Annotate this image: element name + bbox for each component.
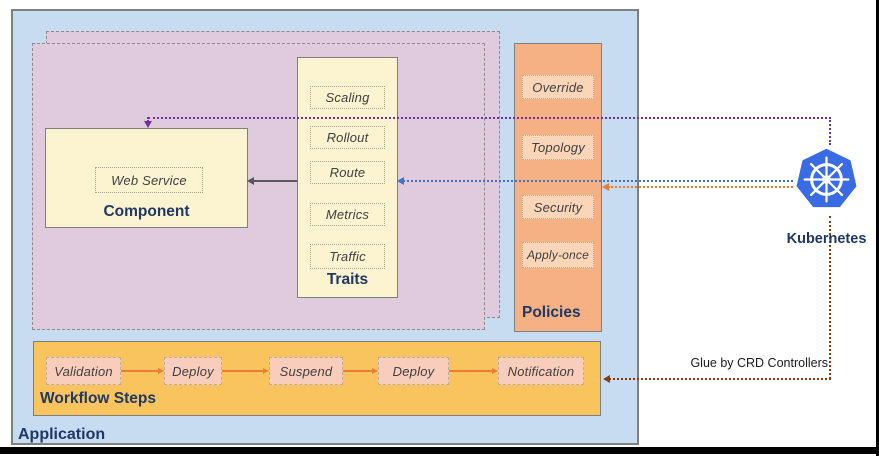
workflow-arrow — [121, 370, 158, 372]
policy-item: Apply-once — [522, 242, 594, 268]
k8s-to-workflow-line-vertical — [829, 216, 831, 379]
arrow-right-icon — [263, 367, 269, 374]
trait-item: Route — [310, 161, 385, 184]
workflow-step: Deploy — [378, 357, 449, 385]
k8s-to-component-line — [148, 117, 831, 119]
policies-label: Policies — [522, 304, 581, 321]
workflow-arrow — [343, 370, 372, 372]
arrow-left-icon — [247, 177, 254, 185]
arrow-right-icon — [492, 367, 498, 374]
workflow-step: Suspend — [269, 357, 343, 385]
trait-item: Scaling — [310, 86, 385, 109]
policy-item: Security — [522, 195, 594, 219]
workflow-step: Validation — [46, 357, 121, 385]
arrow-left-icon — [397, 177, 404, 185]
traits-label: Traits — [326, 271, 369, 288]
arrow-down-icon — [144, 121, 152, 128]
workflow-arrow — [449, 370, 492, 372]
k8s-to-workflow-line — [609, 378, 831, 380]
workflow-arrow — [222, 370, 263, 372]
workflow-steps-label: Workflow Steps — [40, 390, 156, 407]
window-edge-bottom — [0, 447, 879, 454]
component-box: Web Service Component — [45, 128, 248, 228]
arrow-right-icon — [372, 367, 378, 374]
trait-item: Metrics — [310, 203, 385, 226]
trait-item: Traffic — [310, 244, 385, 269]
k8s-to-component-line-vertical — [829, 117, 831, 145]
workflow-box: Validation Deploy Suspend Deploy Notific… — [33, 341, 601, 416]
window-edge-right — [876, 0, 879, 456]
policies-box: Override Topology Security Apply-once Po… — [514, 43, 602, 332]
kubernetes-logo-icon — [793, 146, 860, 213]
arrow-left-icon — [602, 183, 609, 191]
kubernetes-label: Kubernetes — [786, 231, 867, 247]
policy-item: Override — [522, 75, 594, 99]
component-label: Component — [103, 203, 190, 220]
trait-item: Rollout — [310, 126, 385, 149]
workflow-step: Deploy — [164, 357, 222, 385]
web-service-item: Web Service — [95, 167, 203, 193]
k8s-to-traits-line — [403, 180, 793, 182]
k8s-to-policies-line — [608, 186, 793, 188]
application-label: Application — [18, 426, 106, 443]
traits-to-component-line — [253, 180, 297, 182]
policy-item: Topology — [522, 135, 594, 160]
glue-annotation: Glue by CRD Controllers — [690, 356, 828, 370]
arrow-right-icon — [158, 367, 164, 374]
traits-box: Scaling Rollout Route Metrics Traffic Tr… — [297, 57, 398, 298]
workflow-step: Notification — [498, 357, 584, 385]
arrow-left-icon — [603, 375, 610, 383]
k8s-to-component-line-stub — [147, 117, 149, 122]
